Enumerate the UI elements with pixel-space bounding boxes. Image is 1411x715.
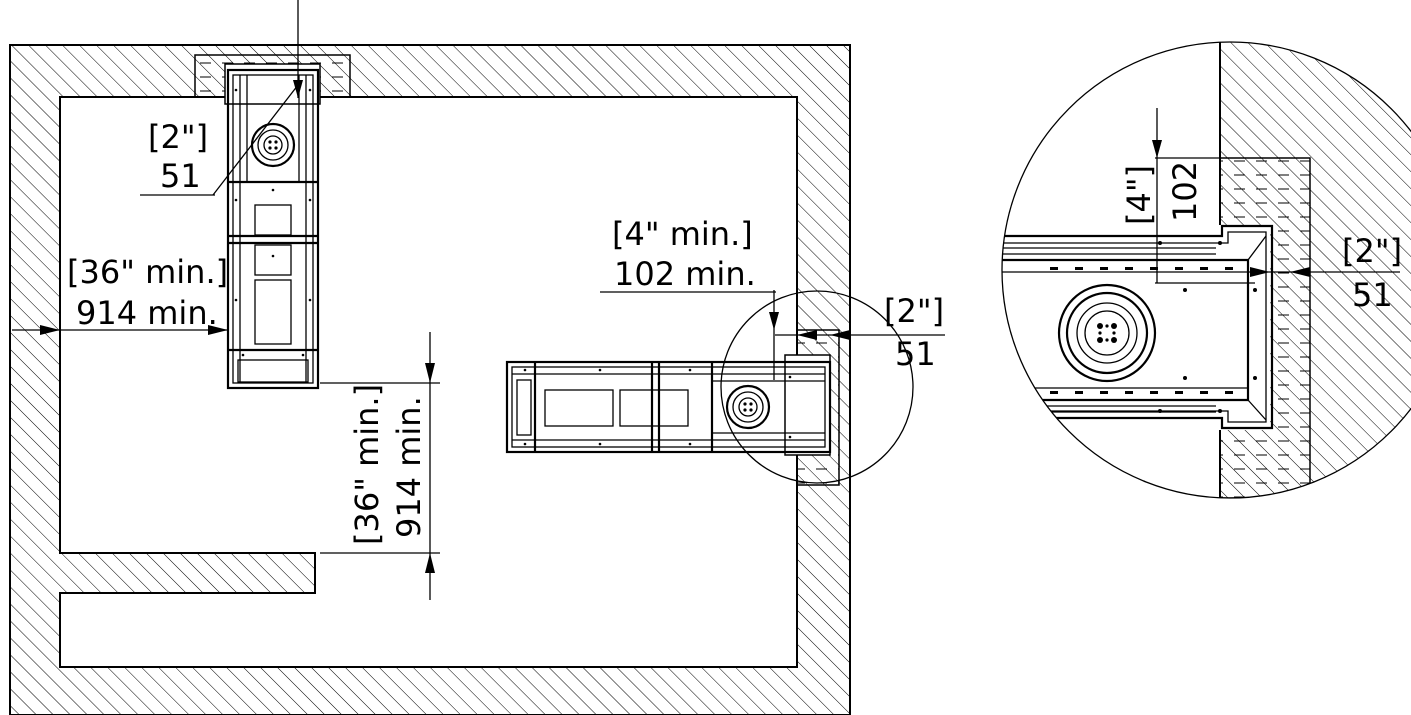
- front-clearance-imperial: [36" min.]: [348, 384, 386, 545]
- side-clearance-metric: 914 min.: [76, 294, 218, 332]
- corner-side-imperial: [2"]: [884, 292, 944, 330]
- detail-view: [4"] 102 [2"] 51: [1001, 41, 1411, 499]
- corner-side-dimension: [2"] 51: [775, 292, 945, 373]
- front-clearance-metric: 914 min.: [390, 396, 428, 538]
- burner-icon: [1057, 283, 1157, 383]
- detail-side-imperial: [2"]: [1342, 232, 1402, 270]
- horizontal-fireplace-unit: [505, 360, 832, 454]
- top-clearance-metric: 51: [160, 157, 201, 195]
- front-clearance-dimension: [36" min.] 914 min.: [320, 332, 440, 600]
- detail-depth-imperial: [4"]: [1120, 165, 1158, 225]
- side-clearance-dimension: [36" min.] 914 min.: [12, 253, 228, 335]
- floor-plan: [2"] 51 [36" min.] 914 min. [36" min.] 9…: [9, 0, 945, 715]
- room-walls: [9, 44, 851, 715]
- top-clearance-dimension: [2"] 51: [140, 0, 303, 196]
- detail-side-metric: 51: [1352, 276, 1393, 314]
- side-clearance-imperial: [36" min.]: [67, 253, 228, 291]
- top-clearance-imperial: [2"]: [148, 118, 208, 156]
- corner-depth-metric: 102 min.: [614, 255, 756, 293]
- detail-depth-dimension: [4"] 102: [1120, 108, 1204, 283]
- corner-depth-dimension: [4" min.] 102 min.: [600, 215, 779, 380]
- detail-callout-circle: [720, 290, 914, 484]
- burner-icon: [725, 384, 771, 430]
- detail-side-dimension: [2"] 51: [1248, 232, 1402, 314]
- detail-depth-metric: 102: [1166, 161, 1204, 222]
- corner-side-metric: 51: [895, 335, 936, 373]
- corner-depth-imperial: [4" min.]: [612, 215, 753, 253]
